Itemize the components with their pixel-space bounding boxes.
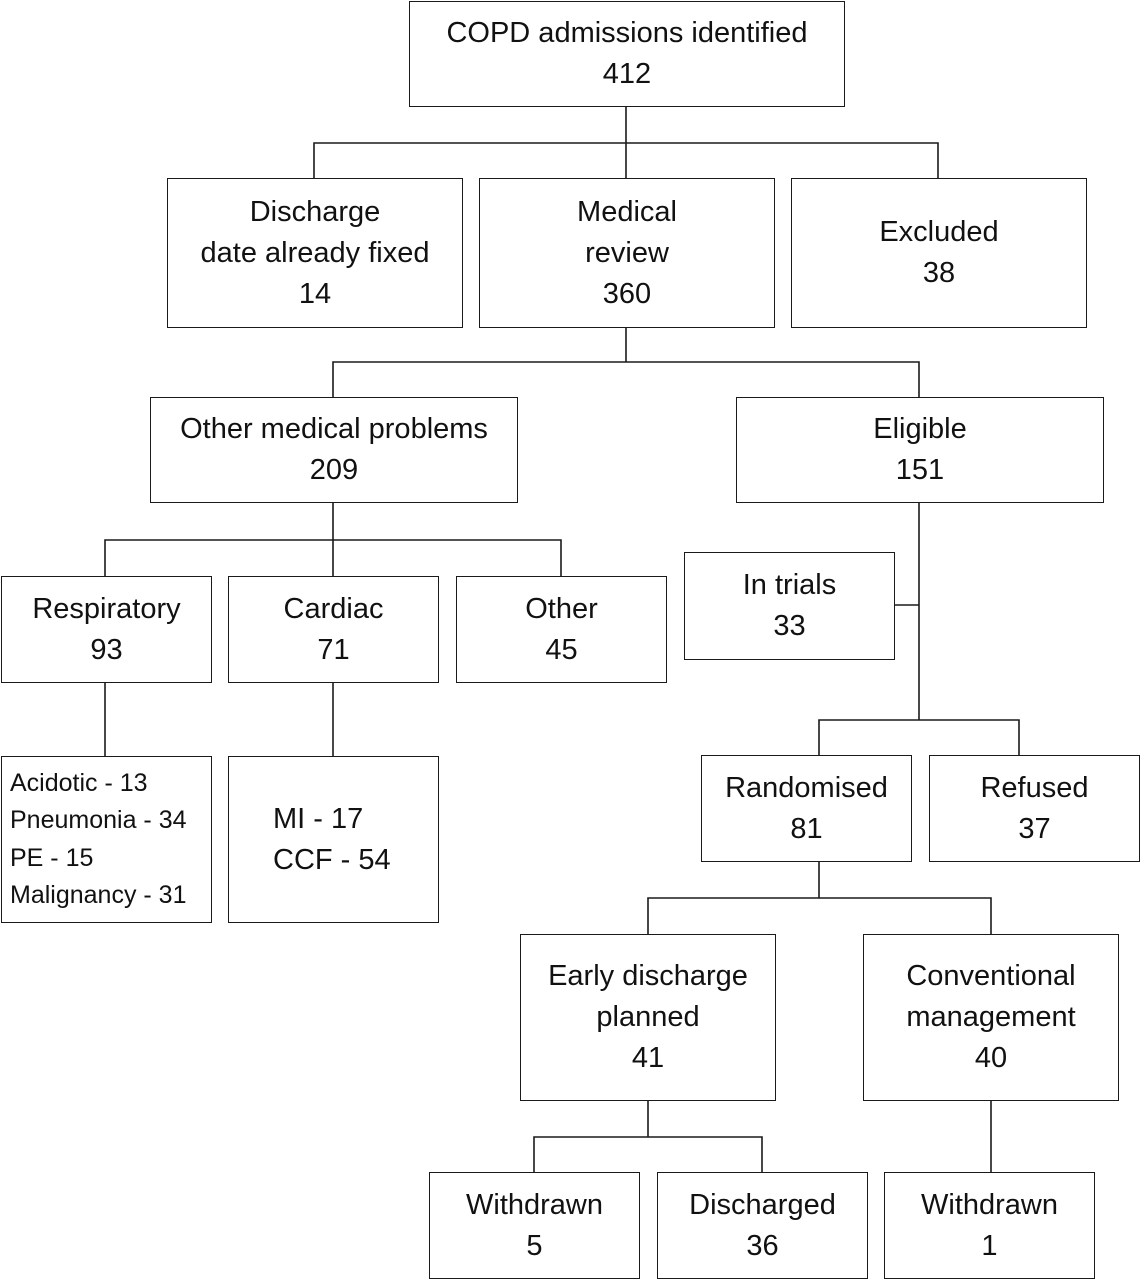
node-label: Withdrawn bbox=[466, 1188, 603, 1221]
connector-eligible-trunk bbox=[894, 502, 920, 720]
node-label: Early discharge bbox=[548, 960, 748, 992]
node-withdrawn-early: Withdrawn 5 bbox=[429, 1172, 640, 1279]
node-refused: Refused 37 bbox=[929, 755, 1140, 862]
node-label: Respiratory bbox=[32, 592, 181, 625]
detail-item: Acidotic - 13 bbox=[10, 768, 148, 797]
detail-item: Malignancy - 31 bbox=[10, 881, 187, 909]
node-excluded: Excluded 38 bbox=[791, 178, 1087, 328]
node-count: 81 bbox=[790, 812, 823, 845]
connector-copd-split bbox=[313, 106, 939, 178]
node-label: Eligible bbox=[873, 413, 967, 445]
node-count: 38 bbox=[922, 257, 956, 289]
node-respiratory-detail: Acidotic - 13 Pneumonia - 34 PE - 15 Mal… bbox=[1, 756, 212, 923]
node-label: date already fixed bbox=[200, 236, 430, 269]
node-label: review bbox=[585, 236, 669, 269]
detail-item: CCF - 54 bbox=[273, 843, 391, 876]
connector-eligible-split bbox=[818, 719, 1020, 755]
node-in-trials: In trials 33 bbox=[684, 552, 895, 660]
node-count: 93 bbox=[90, 633, 123, 666]
node-early-discharge-planned: Early discharge planned 41 bbox=[520, 934, 776, 1101]
node-label: Cardiac bbox=[283, 592, 384, 625]
node-label: COPD admissions identified bbox=[446, 17, 808, 49]
node-randomised: Randomised 81 bbox=[701, 755, 912, 862]
node-label: Other bbox=[525, 592, 598, 625]
node-label: planned bbox=[596, 1001, 700, 1033]
node-copd-admissions: COPD admissions identified 412 bbox=[409, 1, 845, 107]
node-label: Discharged bbox=[689, 1188, 836, 1221]
connector-other-medical-split bbox=[104, 502, 562, 576]
node-count: 33 bbox=[773, 610, 806, 642]
node-medical-review: Medical review 360 bbox=[479, 178, 775, 328]
node-count: 40 bbox=[974, 1042, 1008, 1074]
detail-item: PE - 15 bbox=[10, 843, 94, 872]
node-label: Randomised bbox=[725, 771, 888, 804]
node-other: Other 45 bbox=[456, 576, 667, 683]
node-count: 209 bbox=[309, 454, 359, 486]
detail-item: MI - 17 bbox=[273, 802, 364, 835]
node-count: 45 bbox=[545, 633, 578, 666]
node-withdrawn-conventional: Withdrawn 1 bbox=[884, 1172, 1095, 1279]
node-count: 36 bbox=[746, 1229, 779, 1262]
node-label: Excluded bbox=[879, 216, 999, 248]
node-count: 41 bbox=[631, 1042, 665, 1074]
node-label: management bbox=[906, 1001, 1076, 1033]
node-label: Discharge bbox=[249, 195, 381, 228]
node-count: 71 bbox=[317, 633, 350, 666]
node-count: 360 bbox=[602, 277, 652, 310]
detail-item: Pneumonia - 34 bbox=[10, 806, 187, 834]
node-label: Conventional bbox=[906, 960, 1076, 992]
node-count: 37 bbox=[1018, 812, 1051, 845]
connector-review-split bbox=[332, 327, 920, 397]
node-label: Other medical problems bbox=[180, 413, 488, 445]
node-label: Medical bbox=[577, 195, 677, 228]
node-count: 14 bbox=[298, 277, 332, 310]
node-conventional-management: Conventional management 40 bbox=[863, 934, 1119, 1101]
node-eligible: Eligible 151 bbox=[736, 397, 1104, 503]
node-count: 151 bbox=[895, 454, 945, 486]
node-discharge-date-fixed: Discharge date already fixed 14 bbox=[167, 178, 463, 328]
node-count: 1 bbox=[981, 1229, 998, 1262]
node-count: 412 bbox=[602, 58, 652, 90]
node-label: Withdrawn bbox=[921, 1188, 1058, 1221]
node-cardiac-detail: MI - 17 CCF - 54 bbox=[228, 756, 439, 923]
node-count: 5 bbox=[526, 1229, 543, 1262]
connector-early-split bbox=[533, 1100, 763, 1172]
node-label: Refused bbox=[980, 771, 1089, 804]
node-respiratory: Respiratory 93 bbox=[1, 576, 212, 683]
node-cardiac: Cardiac 71 bbox=[228, 576, 439, 683]
node-label: In trials bbox=[742, 569, 837, 601]
connector-randomised-split bbox=[647, 861, 992, 934]
node-other-medical-problems: Other medical problems 209 bbox=[150, 397, 518, 503]
node-discharged: Discharged 36 bbox=[657, 1172, 868, 1279]
